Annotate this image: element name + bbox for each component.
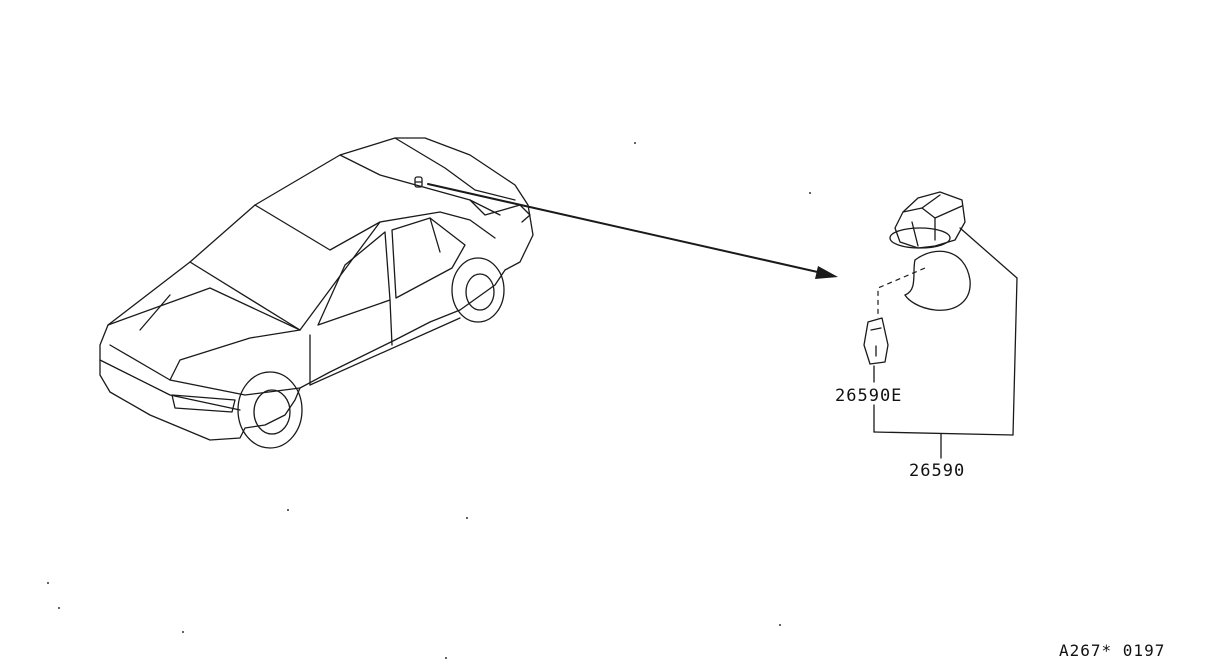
car-illustration bbox=[99, 137, 534, 449]
scan-specks bbox=[47, 142, 811, 659]
lamp-assembly bbox=[863, 191, 1018, 459]
part-label-26590E[interactable]: 26590E bbox=[835, 386, 903, 406]
pointer-arrow bbox=[427, 183, 838, 279]
figure-reference-code: A267* 0197 bbox=[1059, 641, 1166, 660]
part-label-26590[interactable]: 26590 bbox=[909, 461, 966, 481]
